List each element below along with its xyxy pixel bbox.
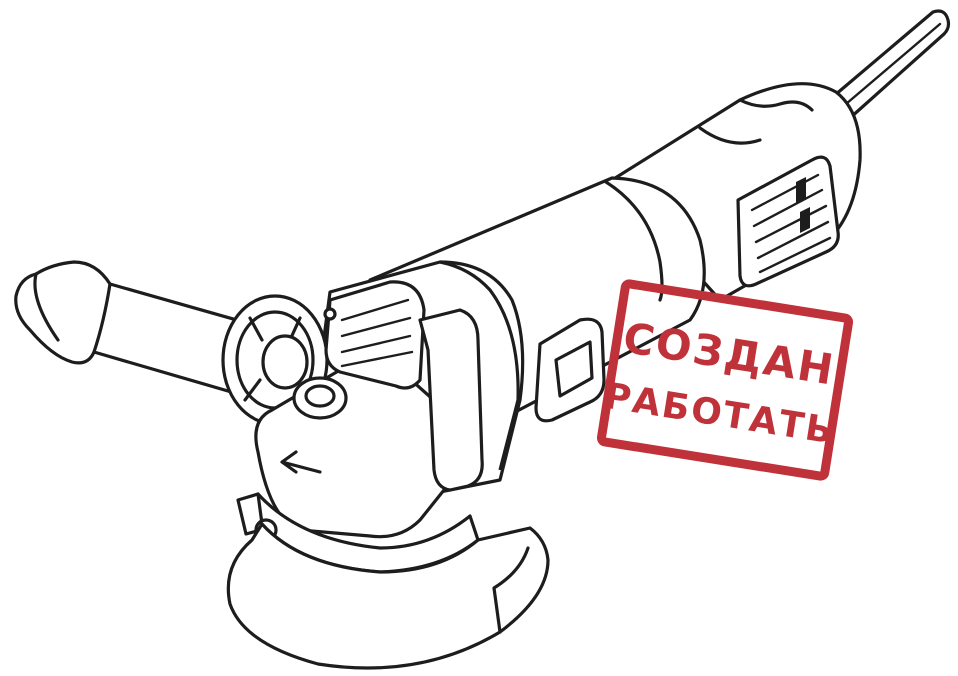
guard-bracket [418,308,484,492]
air-vents [736,155,840,288]
disc-guard [226,522,550,670]
side-handle [14,260,274,400]
stamp-frame [596,279,854,481]
rotation-arrow-icon [280,450,322,474]
spindle-lock-button [292,376,348,420]
power-cable [833,9,951,120]
gear-cover [254,280,470,539]
power-switch [534,317,606,423]
